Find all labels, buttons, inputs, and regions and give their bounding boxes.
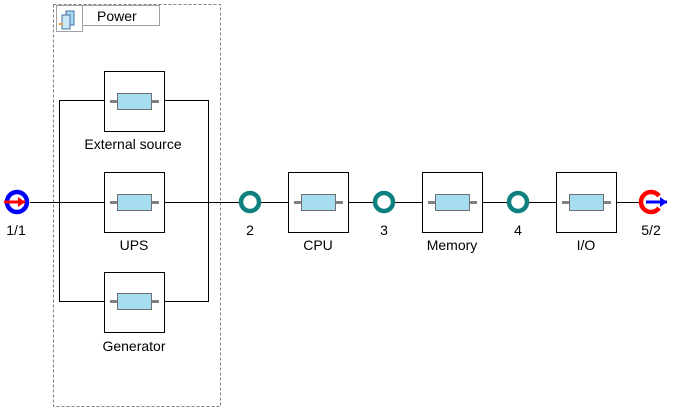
node-3-icon[interactable]: [372, 190, 396, 214]
block-memory[interactable]: [422, 172, 483, 233]
block-label-generator: Generator: [102, 338, 165, 354]
block-ups[interactable]: [104, 172, 165, 233]
power-group-boundary[interactable]: [53, 4, 221, 407]
node-label-end: 5/2: [641, 222, 661, 238]
block-io[interactable]: [556, 172, 617, 233]
node-label-2: 2: [246, 222, 254, 238]
block-label-cpu: CPU: [303, 237, 333, 253]
node-4-icon[interactable]: [506, 190, 530, 214]
block-label-ups: UPS: [120, 237, 149, 253]
power-parallel-wiring: [30, 100, 240, 302]
node-label-start: 1/1: [6, 222, 26, 238]
block-label-io: I/O: [577, 237, 596, 253]
power-group-header[interactable]: Power: [56, 5, 160, 32]
stacked-blocks-icon: [59, 10, 75, 30]
node-label-4: 4: [514, 222, 522, 238]
start-node-icon[interactable]: [4, 189, 30, 215]
block-external-source[interactable]: [104, 71, 165, 132]
block-generator[interactable]: [104, 272, 165, 333]
block-label-memory: Memory: [427, 237, 478, 253]
power-group-title: Power: [97, 8, 137, 24]
node-2-icon[interactable]: [238, 190, 262, 214]
end-node-icon[interactable]: [638, 189, 667, 215]
block-label-external-source: External source: [84, 136, 181, 152]
node-label-3: 3: [380, 222, 388, 238]
block-cpu[interactable]: [288, 172, 349, 233]
